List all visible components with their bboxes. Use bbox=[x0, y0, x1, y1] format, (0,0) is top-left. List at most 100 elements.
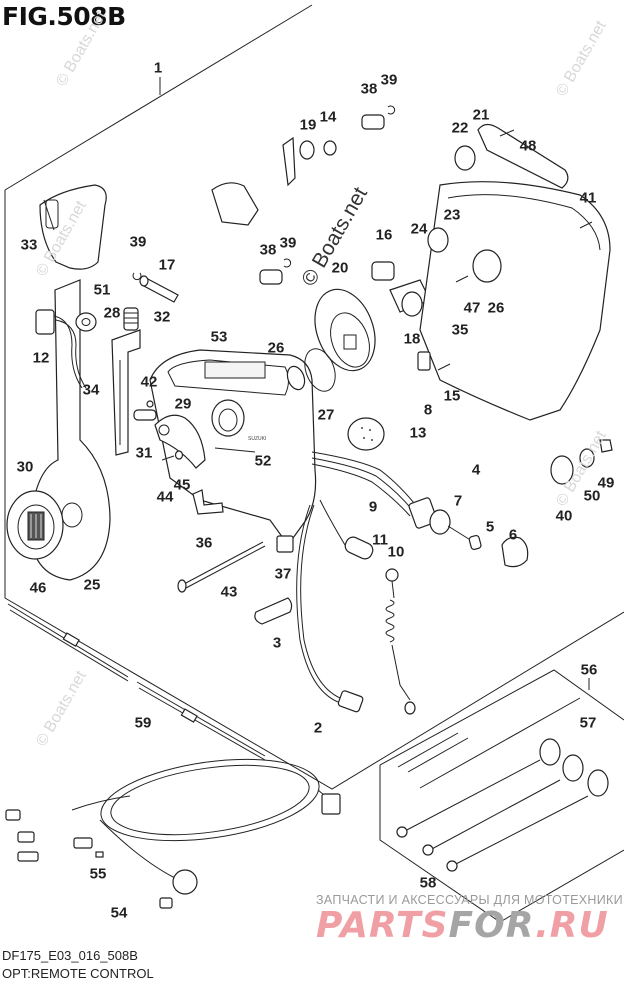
part-callout-38[interactable]: 38 bbox=[360, 80, 378, 98]
figure-code: DF175_E03_016_508B bbox=[2, 948, 138, 963]
part-callout-48[interactable]: 48 bbox=[519, 137, 537, 155]
part-callout-52[interactable]: 52 bbox=[254, 452, 272, 470]
part-callout-9[interactable]: 9 bbox=[368, 498, 378, 516]
part-callout-58[interactable]: 58 bbox=[419, 874, 437, 892]
part-callout-8[interactable]: 8 bbox=[423, 401, 433, 419]
part-callout-42[interactable]: 42 bbox=[140, 373, 158, 391]
part-callout-39[interactable]: 39 bbox=[129, 233, 147, 251]
bracket-36 bbox=[192, 489, 224, 515]
part-callout-41[interactable]: 41 bbox=[579, 189, 597, 207]
part-callout-34[interactable]: 34 bbox=[82, 381, 100, 399]
part-callout-12[interactable]: 12 bbox=[32, 349, 50, 367]
shop-brand-part1: PARTS bbox=[316, 905, 449, 946]
cam-plate bbox=[154, 414, 206, 469]
screw-44 bbox=[161, 455, 175, 461]
part-callout-16[interactable]: 16 bbox=[375, 226, 393, 244]
part-callout-1[interactable]: 1 bbox=[153, 59, 163, 77]
part-callout-36[interactable]: 36 bbox=[195, 534, 213, 552]
part-callout-11[interactable]: 11 bbox=[372, 531, 388, 549]
side-cover bbox=[419, 181, 611, 421]
shop-brand: PARTSFOR.RU bbox=[316, 905, 609, 946]
main-harness bbox=[5, 758, 341, 909]
part-callout-6[interactable]: 6 bbox=[508, 526, 518, 544]
part-callout-27[interactable]: 27 bbox=[317, 406, 335, 424]
part-callout-18[interactable]: 18 bbox=[403, 330, 421, 348]
screw-47 bbox=[455, 275, 469, 283]
shop-brand-part3: .RU bbox=[535, 905, 609, 946]
part-callout-33[interactable]: 33 bbox=[20, 236, 38, 254]
part-callout-50[interactable]: 50 bbox=[583, 487, 601, 505]
part-callout-31[interactable]: 31 bbox=[135, 444, 153, 462]
washer-51 bbox=[75, 312, 97, 332]
part-callout-15[interactable]: 15 bbox=[443, 387, 461, 405]
switch-8 bbox=[417, 351, 431, 371]
part-callout-20[interactable]: 20 bbox=[331, 259, 349, 277]
wire-2 bbox=[296, 504, 339, 703]
handle-grip bbox=[39, 184, 107, 270]
part-callout-51[interactable]: 51 bbox=[93, 281, 111, 299]
part-callout-55[interactable]: 55 bbox=[89, 865, 107, 883]
part-callout-30[interactable]: 30 bbox=[16, 458, 34, 476]
pin bbox=[139, 275, 179, 303]
part-callout-39[interactable]: 39 bbox=[279, 234, 297, 252]
part-callout-53[interactable]: 53 bbox=[210, 328, 228, 346]
part-callout-54[interactable]: 54 bbox=[110, 904, 128, 922]
part-callout-19[interactable]: 19 bbox=[299, 116, 317, 134]
part-callout-21[interactable]: 21 bbox=[472, 106, 490, 124]
part-callout-3[interactable]: 3 bbox=[272, 634, 282, 652]
part-callout-13[interactable]: 13 bbox=[409, 424, 427, 442]
part-callout-32[interactable]: 32 bbox=[153, 308, 171, 326]
figure-title: FIG.508B bbox=[2, 2, 126, 31]
plate-27 bbox=[304, 348, 336, 392]
part-callout-39[interactable]: 39 bbox=[380, 71, 398, 89]
part-callout-57[interactable]: 57 bbox=[579, 714, 597, 732]
shop-brand-part2: FOR bbox=[448, 905, 536, 946]
part-callout-10[interactable]: 10 bbox=[387, 543, 405, 561]
kit-contents bbox=[396, 697, 609, 872]
buzzer bbox=[347, 417, 385, 451]
part-callout-24[interactable]: 24 bbox=[410, 220, 428, 238]
control-housing: SUZUKI bbox=[149, 349, 317, 547]
part-callout-59[interactable]: 59 bbox=[134, 714, 152, 732]
figure-description: OPT:REMOTE CONTROL bbox=[2, 966, 154, 981]
part-callout-40[interactable]: 40 bbox=[555, 507, 573, 525]
part-callout-26[interactable]: 26 bbox=[487, 299, 505, 317]
part-callout-38[interactable]: 38 bbox=[259, 241, 277, 259]
part-callout-14[interactable]: 14 bbox=[319, 108, 337, 126]
part-callout-23[interactable]: 23 bbox=[443, 206, 461, 224]
part-callout-43[interactable]: 43 bbox=[220, 583, 238, 601]
part-callout-22[interactable]: 22 bbox=[451, 119, 469, 137]
friction-assembly bbox=[371, 261, 431, 317]
part-callout-7[interactable]: 7 bbox=[453, 492, 463, 510]
part-callout-25[interactable]: 25 bbox=[83, 576, 101, 594]
lid bbox=[454, 123, 569, 189]
screw-15 bbox=[437, 363, 451, 371]
part-callout-49[interactable]: 49 bbox=[597, 474, 615, 492]
hub-cap bbox=[6, 490, 64, 560]
clip-37 bbox=[276, 535, 294, 553]
part-callout-28[interactable]: 28 bbox=[103, 304, 121, 322]
part-callout-46[interactable]: 46 bbox=[29, 579, 47, 597]
ignition-key-switch bbox=[408, 497, 529, 568]
link-plate bbox=[133, 409, 157, 421]
washer-45 bbox=[174, 450, 184, 460]
part-callout-47[interactable]: 47 bbox=[463, 299, 481, 317]
nut-49 bbox=[599, 439, 613, 453]
detent-arm bbox=[111, 329, 141, 456]
part-callout-29[interactable]: 29 bbox=[174, 395, 192, 413]
svg-text:SUZUKI: SUZUKI bbox=[248, 436, 266, 442]
long-screw bbox=[177, 541, 266, 593]
part-callout-26[interactable]: 26 bbox=[267, 339, 285, 357]
part-callout-44[interactable]: 44 bbox=[156, 488, 174, 506]
part-callout-17[interactable]: 17 bbox=[158, 256, 176, 274]
part-callout-37[interactable]: 37 bbox=[274, 565, 292, 583]
part-callout-56[interactable]: 56 bbox=[580, 661, 598, 679]
part-callout-4[interactable]: 4 bbox=[471, 461, 481, 479]
neutral-switch bbox=[35, 309, 87, 389]
part-callout-35[interactable]: 35 bbox=[451, 321, 469, 339]
part-callout-5[interactable]: 5 bbox=[485, 518, 495, 536]
part-callout-2[interactable]: 2 bbox=[313, 719, 323, 737]
part-callout-45[interactable]: 45 bbox=[173, 476, 191, 494]
